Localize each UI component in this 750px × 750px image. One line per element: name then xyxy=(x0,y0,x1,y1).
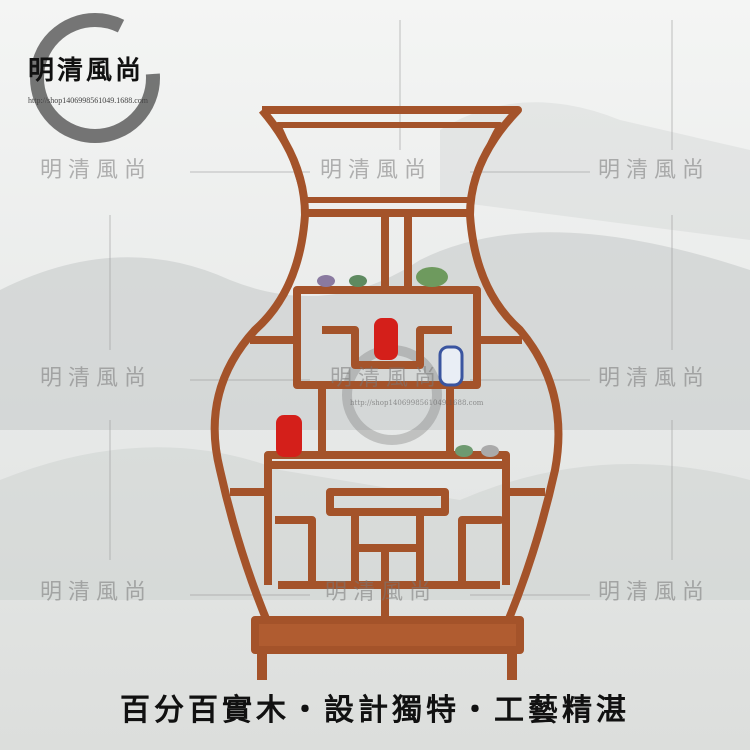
watermark: 明清風尚 xyxy=(330,366,443,391)
red-vase xyxy=(374,318,398,360)
watermark: 明清風尚 xyxy=(320,158,433,183)
watermark: 明清風尚 xyxy=(598,580,711,605)
watermark: 明清風尚 xyxy=(40,580,153,605)
watermark: 明清風尚 xyxy=(40,158,153,183)
curio-shelf xyxy=(210,106,563,680)
teacup xyxy=(349,275,367,287)
blue-white-vase xyxy=(438,345,464,387)
ink-circle-logo xyxy=(30,13,160,143)
slogan-banner: 百分百實木・設計獨特・工藝精湛 xyxy=(120,693,630,728)
watermark: 明清風尚 xyxy=(40,366,153,391)
watermark: 明清風尚 xyxy=(325,580,438,605)
brand-logo-url: http://shop1406998561049.1688.com xyxy=(28,96,148,105)
watermark: 明清風尚 xyxy=(598,366,711,391)
center-watermark-url: http://shop1406998561049.1688.com xyxy=(350,399,484,407)
grid-lines xyxy=(109,20,673,596)
teapot xyxy=(416,267,448,287)
teacup xyxy=(481,445,499,457)
teacup xyxy=(455,445,473,457)
red-vase xyxy=(276,415,302,457)
watermark: 明清風尚 xyxy=(598,158,711,183)
decor-vases xyxy=(276,267,499,457)
teacup xyxy=(317,275,335,287)
brand-logo-text: 明清風尚 xyxy=(28,56,145,86)
